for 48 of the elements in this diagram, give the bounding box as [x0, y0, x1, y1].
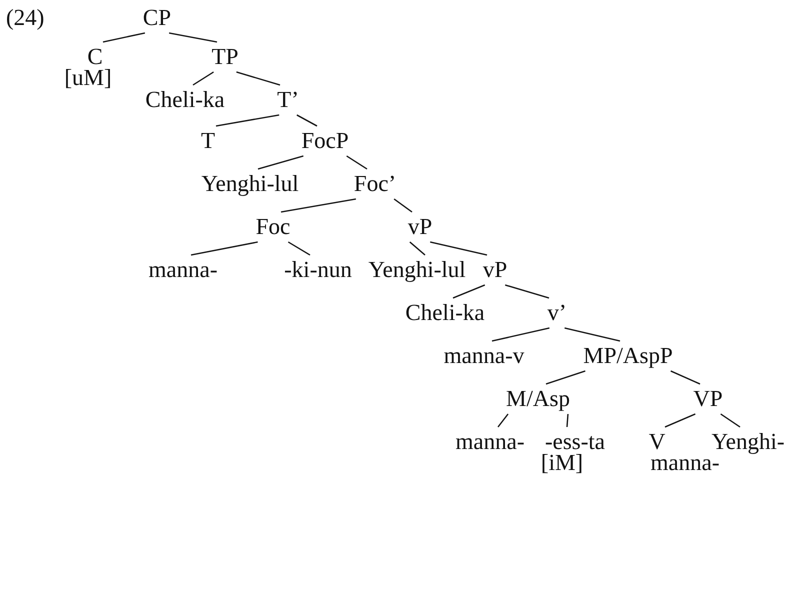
- tree-node-label: manna-v: [444, 341, 524, 371]
- tree-node-label: Foc: [256, 212, 290, 242]
- tree-node-label: T: [200, 126, 216, 156]
- tree-branch-line: [288, 241, 310, 256]
- tree-branch-line: [430, 241, 488, 256]
- tree-branch-line: [564, 327, 620, 342]
- tree-node-label: vP: [482, 255, 508, 285]
- tree-branch-line: [546, 370, 586, 385]
- tree-branch-line: [102, 32, 146, 43]
- tree-node-label: FocP: [301, 126, 349, 156]
- tree-branch-line: [192, 71, 214, 86]
- tree-branch-line: [504, 284, 550, 299]
- tree-node-label: Cheli-ka: [405, 298, 485, 328]
- tree-node-label: CP: [142, 3, 172, 33]
- tree-node-label: vP: [408, 212, 432, 242]
- tree-node-label: Cheli-ka: [145, 85, 225, 115]
- tree-node-label: manna-: [456, 427, 524, 457]
- tree-node-label: M/Asp: [506, 384, 570, 414]
- tree-branch-line: [394, 198, 412, 213]
- tree-branch-line: [670, 370, 700, 385]
- tree-branch-line: [296, 114, 318, 127]
- feature-annotation: [iM]: [540, 452, 584, 474]
- tree-node-label: Yenghi-lul: [201, 169, 299, 199]
- tree-node-label: VP: [693, 384, 723, 414]
- tree-node-label: Yenghi-lul: [368, 255, 466, 285]
- feature-annotation: [uM]: [64, 67, 112, 89]
- tree-branch-line: [492, 327, 550, 342]
- tree-branch-line: [497, 414, 509, 428]
- tree-node-label: Foc’: [354, 169, 396, 199]
- tree-node-label: T’: [277, 85, 299, 115]
- tree-branch-line: [409, 242, 426, 256]
- tree-branch-line: [452, 284, 486, 299]
- tree-branch-line: [236, 71, 280, 86]
- tree-branch-line: [280, 198, 356, 213]
- tree-branch-line: [664, 413, 696, 428]
- tree-branch-line: [258, 155, 304, 170]
- example-number: (24): [6, 6, 44, 30]
- tree-branch-line: [190, 241, 258, 256]
- tree-node-label: MP/AspP: [583, 341, 673, 371]
- tree-branch-line: [566, 414, 569, 428]
- tree-node-label: manna-: [148, 255, 218, 285]
- tree-branch-line: [720, 413, 740, 428]
- tree-branch-line: [168, 32, 218, 43]
- tree-node-label: -ki-nun: [284, 255, 352, 285]
- tree-node-label: TP: [212, 42, 238, 72]
- tree-node-label: v’: [547, 298, 567, 328]
- tree-branch-line: [216, 114, 280, 127]
- tree-branch-line: [346, 155, 368, 170]
